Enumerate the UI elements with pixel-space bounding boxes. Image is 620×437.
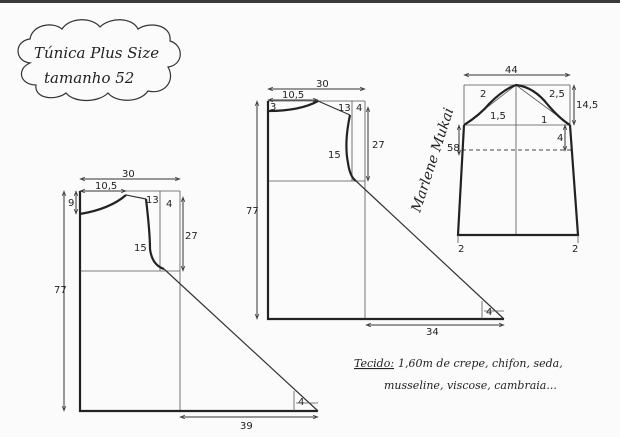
signature: Marlene Mukai: [408, 106, 457, 215]
fabric-line-1: 1,60m de crepe, chifon, seda,: [398, 357, 563, 370]
back-neck-depth-label: 3: [270, 102, 276, 113]
front-neck-width-label: 10,5: [95, 181, 117, 192]
title-cloud: Túnica Plus Size tamanho 52: [17, 19, 181, 102]
fabric-note: Tecido: 1,60m de crepe, chifon, seda, mu…: [354, 357, 563, 392]
back-pattern: 30 10,5 3 13 4 27 15 77 34 4: [246, 79, 504, 338]
front-shoulder-drop-label: 4: [166, 199, 172, 210]
sleeve-cap-height-label: 14,5: [576, 100, 598, 111]
front-hem-rise-label: 4: [298, 397, 304, 408]
pattern-drawing: Túnica Plus Size tamanho 52 30 10,5 9 4 …: [17, 19, 598, 432]
front-width-label: 30: [122, 169, 135, 180]
front-neck-depth-label: 9: [68, 198, 74, 209]
fabric-line-2: musseline, viscose, cambraia...: [384, 379, 557, 392]
back-armhole-depth-label: 27: [372, 140, 385, 151]
fabric-label: Tecido:: [354, 357, 394, 370]
back-length-label: 77: [246, 206, 259, 217]
sleeve-width-label: 44: [505, 65, 518, 76]
title-line-2: tamanho 52: [44, 69, 134, 87]
sleeve-hem-left-label: 2: [458, 244, 464, 255]
front-shoulder-label: 13: [146, 195, 159, 206]
back-shoulder-label: 13: [338, 103, 351, 114]
front-armhole-depth-label: 27: [185, 231, 198, 242]
sleeve-front-mark-label: 1,5: [490, 111, 506, 122]
front-hem-extension-label: 39: [240, 421, 253, 432]
back-armhole-curve-label: 15: [328, 150, 341, 161]
front-length-label: 77: [54, 285, 67, 296]
title-line-1: Túnica Plus Size: [34, 44, 159, 62]
back-shoulder-drop-label: 4: [356, 103, 362, 114]
front-armhole-curve-label: 15: [134, 243, 147, 254]
front-pattern: 30 10,5 9 4 13 27 15 77 39 4: [54, 169, 318, 432]
sleeve-pattern: 44 14,5 2 2,5 1,5 1 58 4 2 2: [447, 65, 598, 255]
sleeve-elbow-label: 4: [557, 133, 563, 144]
sleeve-back-mark-label: 1: [541, 115, 547, 126]
back-hem-rise-label: 4: [486, 307, 492, 318]
back-width-label: 30: [316, 79, 329, 90]
sleeve-front-curve-label: 2: [480, 89, 486, 100]
sleeve-length-label: 58: [447, 143, 460, 154]
sleeve-hem-right-label: 2: [572, 244, 578, 255]
back-neck-width-label: 10,5: [282, 90, 304, 101]
back-hem-extension-label: 34: [426, 327, 439, 338]
sleeve-back-curve-label: 2,5: [549, 89, 565, 100]
